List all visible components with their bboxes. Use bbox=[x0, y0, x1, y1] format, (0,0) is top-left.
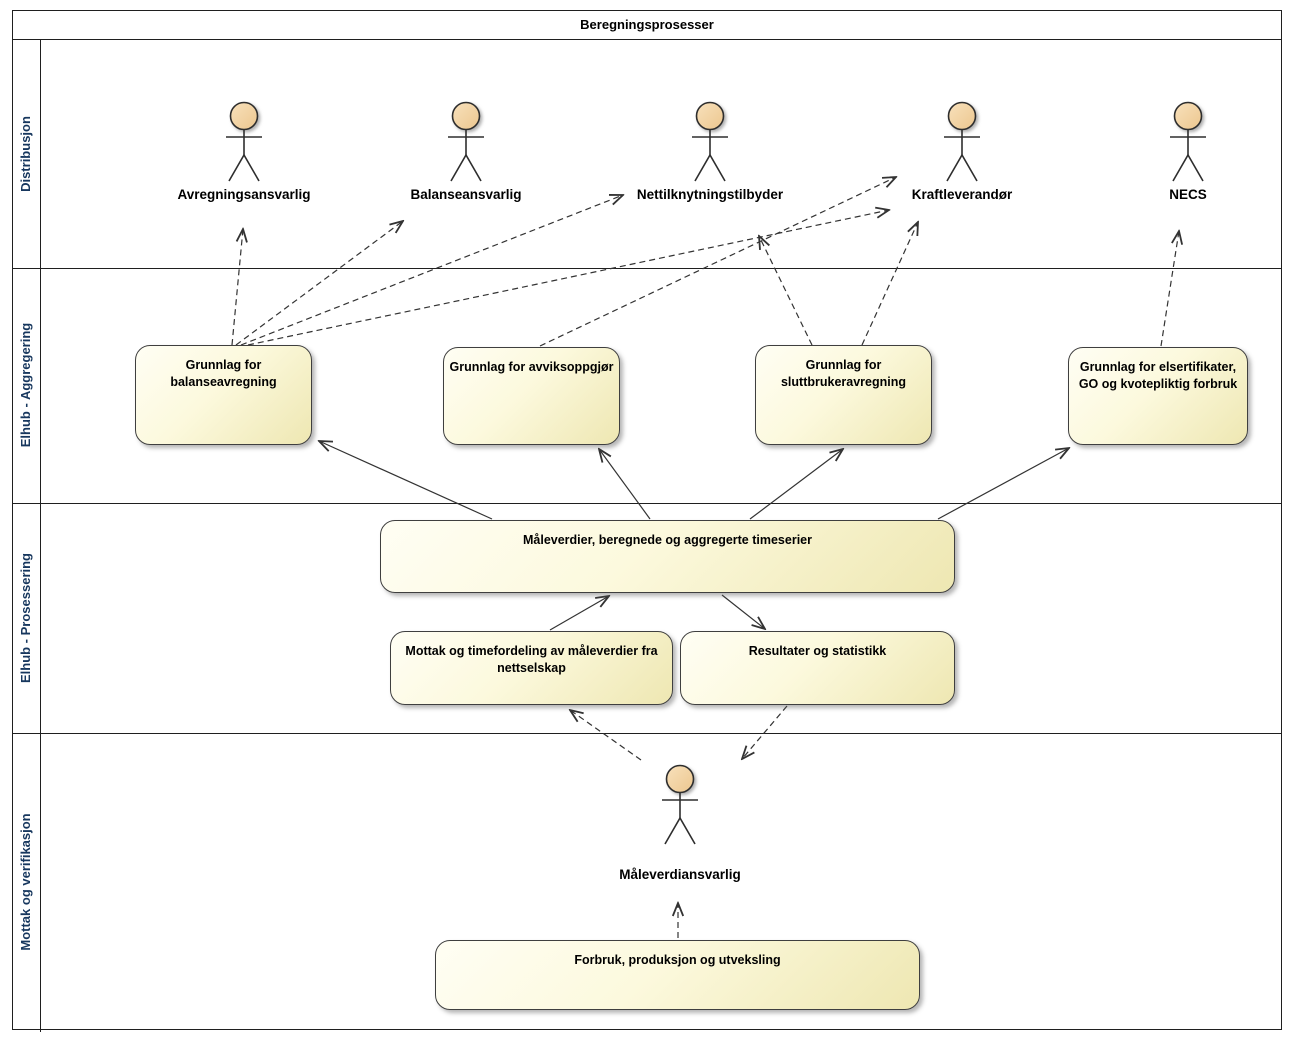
actor-figure-icon bbox=[692, 101, 728, 182]
actor-label-balanseansvarlig: Balanseansvarlig bbox=[410, 187, 522, 202]
lane-label-column-divider bbox=[40, 40, 41, 1032]
diagram-frame bbox=[12, 10, 1282, 1030]
actor-label-kraftleverandor: Kraftleverandør bbox=[911, 187, 1013, 202]
usecase-maleverdier-timeserier[interactable]: Måleverdier, beregnede og aggregerte tim… bbox=[380, 520, 955, 593]
usecase-label: Måleverdier, beregnede og aggregerte tim… bbox=[522, 533, 812, 547]
usecase-grunnlag-sluttbrukeravregning[interactable]: Grunnlag for sluttbrukeravregning bbox=[755, 345, 932, 445]
actor-figure-icon bbox=[226, 101, 262, 182]
lane-label-distribusjon: Distribusjon bbox=[18, 116, 33, 192]
usecase-forbruk-produksjon-utveksling[interactable]: Forbruk, produksjon og utveksling bbox=[435, 940, 920, 1010]
usecase-label: Grunnlag for balanseavregning bbox=[170, 358, 277, 389]
usecase-label: Forbruk, produksjon og utveksling bbox=[574, 953, 781, 967]
actor-balanseansvarlig[interactable] bbox=[434, 101, 498, 185]
actor-label-avregningsansvarlig: Avregningsansvarlig bbox=[177, 187, 311, 202]
actor-nettilknytningstilbyder[interactable] bbox=[678, 101, 742, 185]
diagram-title-row: Beregningsprosesser bbox=[12, 10, 1282, 40]
usecase-label: Grunnlag for sluttbrukeravregning bbox=[780, 358, 907, 389]
usecase-label: Grunnlag for elsertifikater, GO og kvote… bbox=[1078, 360, 1238, 391]
actor-figure-icon bbox=[1170, 101, 1206, 182]
usecase-mottak-timefordeling[interactable]: Mottak og timefordeling av måleverdier f… bbox=[390, 631, 673, 705]
usecase-grunnlag-balanseavregning[interactable]: Grunnlag for balanseavregning bbox=[135, 345, 312, 445]
usecase-grunnlag-elsertifikater[interactable]: Grunnlag for elsertifikater, GO og kvote… bbox=[1068, 347, 1248, 445]
actor-maleverdiansvarlig[interactable] bbox=[648, 764, 712, 848]
lane-divider-1 bbox=[12, 268, 1282, 269]
actor-figure-icon bbox=[662, 764, 698, 845]
lane-divider-3 bbox=[12, 733, 1282, 734]
usecase-label: Grunnlag for avviksoppgjør bbox=[449, 360, 614, 374]
usecase-resultater-statistikk[interactable]: Resultater og statistikk bbox=[680, 631, 955, 705]
actor-avregningsansvarlig[interactable] bbox=[212, 101, 276, 185]
usecase-label: Resultater og statistikk bbox=[748, 644, 887, 658]
actor-label-nettilknytningstilbyder: Nettilknytningstilbyder bbox=[636, 187, 784, 202]
actor-kraftleverandor[interactable] bbox=[930, 101, 994, 185]
lane-label-mottak-verifikasjon: Mottak og verifikasjon bbox=[18, 813, 33, 951]
actor-figure-icon bbox=[944, 101, 980, 182]
usecase-label: Mottak og timefordeling av måleverdier f… bbox=[405, 644, 658, 675]
actor-label-maleverdiansvarlig: Måleverdiansvarlig bbox=[619, 867, 741, 882]
diagram-title: Beregningsprosesser bbox=[580, 17, 714, 32]
usecase-grunnlag-avviksoppgjor[interactable]: Grunnlag for avviksoppgjør bbox=[443, 347, 620, 445]
actor-figure-icon bbox=[448, 101, 484, 182]
lane-label-elhub-aggregering: Elhub - Aggregering bbox=[18, 322, 33, 448]
lane-divider-2 bbox=[12, 503, 1282, 504]
lane-label-elhub-prosessering: Elhub - Prosessering bbox=[18, 552, 33, 684]
actor-label-necs: NECS bbox=[1169, 187, 1207, 202]
actor-necs[interactable] bbox=[1156, 101, 1220, 185]
